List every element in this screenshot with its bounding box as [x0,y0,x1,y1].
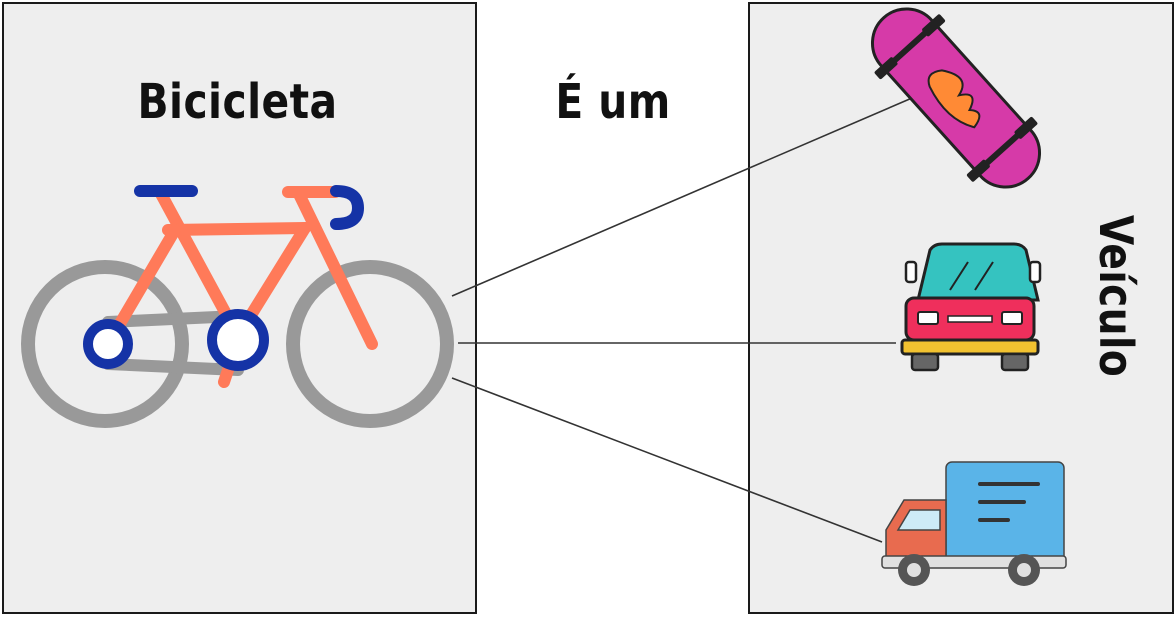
car-icon [900,242,1042,372]
connector-to-skateboard [451,97,913,297]
relation-label: É um [555,74,671,130]
skateboard-icon [870,7,1042,189]
bicycle-icon [21,185,454,428]
subject-box [2,2,477,614]
connector-lines [451,97,913,543]
truck-icon [881,461,1067,586]
subject-title: Bicicleta [137,74,338,130]
connector-to-truck [451,377,883,543]
